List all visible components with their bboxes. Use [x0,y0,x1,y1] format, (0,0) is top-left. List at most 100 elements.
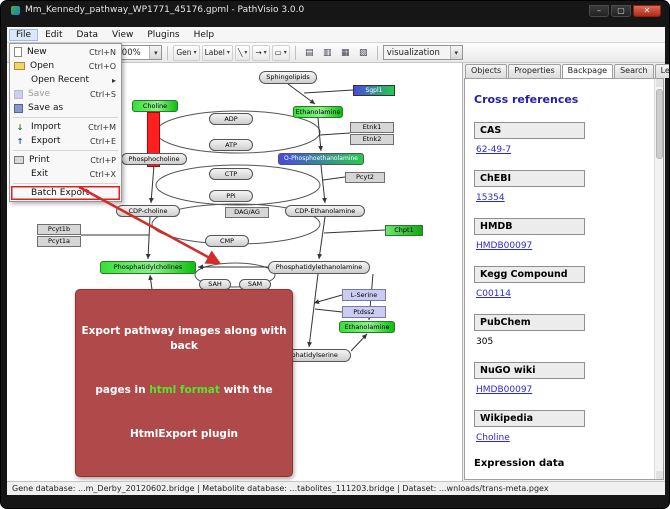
pathway-node-chpt1[interactable]: Chpt1 [385,225,423,236]
file-menu-item-open-recent[interactable]: Open Recent ▸ [11,73,120,87]
side-panel-tabs: ObjectsPropertiesBackpageSearchLegend [463,63,669,78]
cross-references-title: Cross references [474,93,579,106]
pathway-node-sgpl1[interactable]: Sgpl1 [353,85,395,96]
toolbar: Zoom: 100% GenLabel╲→▭ ▤▥▦▧ visualizatio… [7,43,665,63]
pathway-node-cdp-ethanolamine[interactable]: CDP-Ethanolamine [285,205,365,217]
file-menu-item-batch-export[interactable]: Batch Export [11,186,120,200]
menu-item-shortcut: Ctrl+P [90,155,116,165]
pathway-node-pcyt1b[interactable]: Pcyt1b [37,224,81,235]
menu-separator [13,183,118,184]
menu-data[interactable]: Data [76,29,99,40]
xref-header: Wikipedia [474,410,585,427]
pathway-node-l-serine[interactable]: L-Serine [342,289,386,301]
pathway-node-ppi[interactable]: PPi [209,190,253,202]
window-title: Mm_Kennedy_pathway_WP1771_45176.gpml - P… [25,5,305,15]
minimize-button[interactable]: – [589,5,609,17]
menu-item-shortcut: Ctrl+X [89,169,116,179]
file-menu-item-export[interactable]: Export Ctrl+E [11,134,120,148]
tab-backpage[interactable]: Backpage [561,64,614,78]
tab-objects[interactable]: Objects [465,64,508,78]
xref-section-chebi: ChEBI 15354 [474,170,653,203]
scrollbar[interactable] [654,79,663,479]
align-left-icon[interactable]: ▤ [305,47,314,58]
expression-data-heading: Expression data [474,458,565,469]
pathway-node-o-phosphoethanolamine[interactable]: O-Phosphoethanolamine [278,153,364,165]
label-tool[interactable]: Label [201,44,233,61]
toolbar-separator [294,45,296,60]
tab-search[interactable]: Search [614,64,654,78]
menu-plugins[interactable]: Plugins [147,29,180,40]
pathway-node-ctp[interactable]: CTP [209,168,253,180]
xref-link[interactable]: Choline [476,433,510,443]
scrollbar-thumb[interactable] [656,89,663,159]
pathway-node-etnk1[interactable]: Etnk1 [350,122,394,133]
menu-file[interactable]: File [9,28,39,41]
xref-header: CAS [474,122,585,139]
menu-item-label: Open Recent [31,75,90,85]
pathway-node-atp[interactable]: ATP [209,139,253,151]
pathway-node-ptdss2[interactable]: Ptdss2 [342,306,386,318]
tab-properties[interactable]: Properties [508,64,561,78]
menu-edit[interactable]: Edit [45,29,63,40]
pathway-node-cdp-choline[interactable]: CDP-choline [116,205,180,217]
menu-separator [13,150,118,151]
align-center-icon[interactable]: ▥ [323,47,332,58]
chevron-down-icon[interactable] [149,46,162,59]
xref-value: 305 [476,337,494,347]
close-button[interactable]: ✕ [633,5,661,17]
pathway-node-adp[interactable]: ADP [209,113,253,125]
distribute-icon[interactable]: ▧ [359,47,368,58]
menu-help[interactable]: Help [193,29,215,40]
shape-tool[interactable]: ▭ [271,44,290,61]
xref-link[interactable]: HMDB00097 [476,385,533,395]
pathway-node-sphingolipids[interactable]: Sphingolipids [259,71,317,84]
menu-item-label: Export [31,136,61,146]
import-icon [14,122,26,133]
pathway-node-cmp[interactable]: CMP [205,235,249,247]
xref-header: Kegg Compound [474,266,585,283]
menu-item-shortcut: Ctrl+N [89,47,116,57]
xref-link[interactable]: C00114 [476,289,511,299]
tab-legend[interactable]: Legend [654,64,669,78]
pathway-node-pcyt2[interactable]: Pcyt2 [345,172,385,183]
pathway-node-ethanolamine[interactable]: Ethanolamine [293,106,343,118]
menu-item-shortcut: ▸ [111,75,116,85]
pathway-node-dag-ag[interactable]: DAG/AG [225,207,269,218]
pathway-node-etnk2[interactable]: Etnk2 [350,134,394,145]
xref-link[interactable]: 62-49-7 [476,145,512,155]
arrow-tool[interactable]: → [252,44,270,61]
pathway-node-phosphocholine[interactable]: Phosphocholine [121,153,187,165]
line-tool[interactable]: ╲ [234,44,251,61]
menu-item-label: Exit [31,169,49,179]
xref-header: NuGO wiki [474,362,585,379]
title-bar: Mm_Kennedy_pathway_WP1771_45176.gpml - P… [1,1,669,27]
pathway-node-pcyt1a[interactable]: Pcyt1a [37,236,81,247]
menu-item-label: Save as [28,103,64,113]
pathway-node-ethanolamine[interactable]: Ethanolamine [339,321,395,333]
maximize-button[interactable]: ▢ [611,5,631,17]
xref-link[interactable]: 15354 [476,193,505,203]
pathway-node-phosphatidylethanolamine[interactable]: Phosphatidylethanolamine [268,261,370,274]
chevron-down-icon[interactable] [449,46,462,59]
menu-item-label: Batch Export [31,188,90,198]
xref-link[interactable]: HMDB00097 [476,241,533,251]
visualization-select[interactable]: visualization [382,45,463,60]
file-menu-item-exit[interactable]: Exit Ctrl+X [11,167,120,181]
pathway-node-phosphatidylcholines[interactable]: Phosphatidylcholines [100,261,196,274]
align-top-icon[interactable]: ▦ [341,47,350,58]
gene-tool[interactable]: Gen [173,44,200,61]
pathway-node-choline[interactable]: Choline [132,100,178,112]
menu-item-shortcut: Ctrl+E [90,136,116,146]
xref-header: ChEBI [474,170,585,187]
file-menu-item-save-as[interactable]: Save as [11,101,120,115]
menu-view[interactable]: View [112,29,134,40]
zoom-select[interactable]: 100% [112,45,163,60]
